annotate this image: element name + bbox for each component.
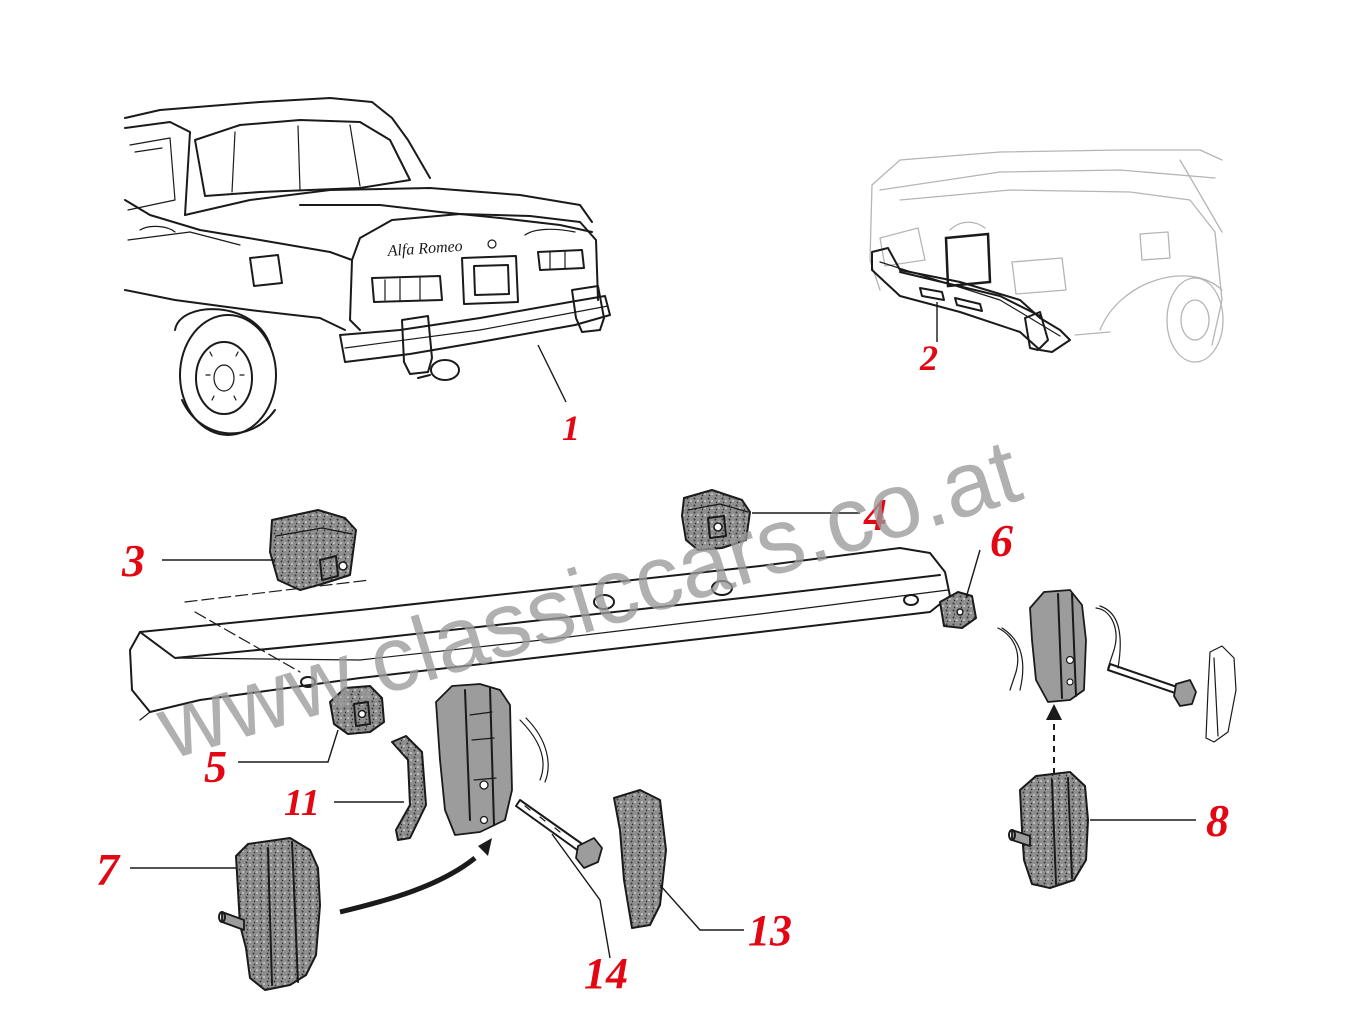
callout-4: 4 (863, 489, 887, 540)
callout-2: 2 (919, 338, 938, 378)
car-2-rear-view (869, 149, 1224, 363)
bumper-bar (129, 547, 951, 721)
left-overrider-assembly (218, 683, 667, 991)
callout-14: 14 (584, 949, 628, 998)
callout-11: 11 (284, 782, 320, 824)
car-badge-text: Alfa Romeo (386, 238, 463, 260)
part-6-mount-block (939, 591, 977, 629)
callout-1: 1 (562, 408, 580, 448)
callout-6: 6 (990, 515, 1013, 566)
callout-3: 3 (121, 535, 145, 586)
callout-labels: 1 2 3 4 5 6 7 8 11 13 14 (96, 338, 1229, 998)
part-5-mount-block (329, 685, 385, 735)
callout-13: 13 (748, 906, 792, 955)
callout-7: 7 (96, 844, 121, 895)
part-4-rubber-block (681, 489, 751, 551)
callout-8: 8 (1206, 795, 1229, 846)
car-1-rear-view: Alfa Romeo (124, 97, 611, 436)
callout-5: 5 (204, 741, 227, 792)
part-3-rubber-block (269, 509, 357, 591)
leader-lines (130, 302, 1196, 959)
right-overrider-assembly (997, 589, 1237, 889)
watermark-text: www.classiccars.co.at (145, 420, 1031, 779)
